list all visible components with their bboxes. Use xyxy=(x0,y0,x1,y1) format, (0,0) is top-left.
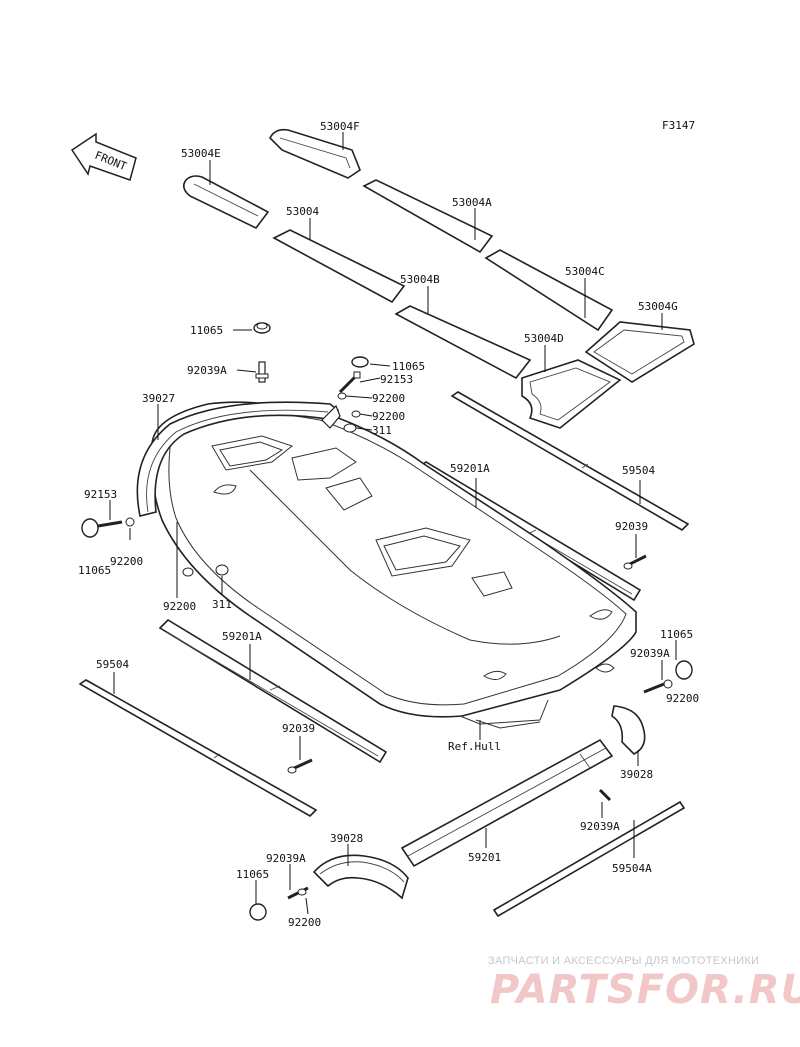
label-11065-top[interactable]: 11065 xyxy=(190,324,223,337)
figure-code: F3147 xyxy=(662,119,695,132)
label-92153-left[interactable]: 92153 xyxy=(84,488,117,501)
label-311-mid[interactable]: 311 xyxy=(372,424,392,437)
rail-59201A-left[interactable] xyxy=(158,618,388,764)
rivet-92039-right[interactable] xyxy=(623,554,647,570)
label-53004D[interactable]: 53004D xyxy=(524,332,564,345)
rivet-92039A-top[interactable] xyxy=(255,361,269,383)
label-53004C[interactable]: 53004C xyxy=(565,265,605,278)
label-92200-right[interactable]: 92200 xyxy=(666,692,699,705)
bolt-92153-left[interactable] xyxy=(97,520,123,528)
washer-92200-mid-a[interactable] xyxy=(337,392,347,400)
label-53004G[interactable]: 53004G xyxy=(638,300,678,313)
label-11065-left[interactable]: 11065 xyxy=(78,564,111,577)
label-92039A-top[interactable]: 92039A xyxy=(187,364,227,377)
front-arrow-icon: FRONT xyxy=(70,132,137,181)
label-92200-left[interactable]: 92200 xyxy=(110,555,143,568)
strip-59504A[interactable] xyxy=(492,800,686,918)
cap-11065-right[interactable] xyxy=(675,660,693,680)
watermark-logo: PARTSFOR.RU xyxy=(490,967,800,1013)
label-11065-right[interactable]: 11065 xyxy=(660,628,693,641)
label-39028-right[interactable]: 39028 xyxy=(620,768,653,781)
label-92200-mid-b[interactable]: 92200 xyxy=(372,410,405,423)
part-labels: 53004F 53004E 53004A 53004 53004C 53004B… xyxy=(78,120,699,929)
label-ref-hull: Ref.Hull xyxy=(448,740,501,753)
label-92039-left[interactable]: 92039 xyxy=(282,722,315,735)
washer-92200-bottom[interactable] xyxy=(297,888,307,896)
washer-92200-left[interactable] xyxy=(125,517,135,527)
label-59201A-left[interactable]: 59201A xyxy=(222,630,262,643)
label-92153-mid[interactable]: 92153 xyxy=(380,373,413,386)
cap-11065-left[interactable] xyxy=(81,518,99,538)
bumper-39028-left[interactable] xyxy=(312,854,409,900)
nut-311-lower[interactable] xyxy=(215,564,229,576)
label-92039A-right[interactable]: 92039A xyxy=(630,647,670,660)
mat-53004C[interactable] xyxy=(484,249,614,332)
washer-92200-mid-b[interactable] xyxy=(351,410,361,418)
cap-11065-mid[interactable] xyxy=(351,356,369,368)
label-59201A-right[interactable]: 59201A xyxy=(450,462,490,475)
label-53004B[interactable]: 53004B xyxy=(400,273,440,286)
mat-53004G[interactable] xyxy=(584,321,695,383)
label-53004E[interactable]: 53004E xyxy=(181,147,221,160)
watermark-tagline: ЗАПЧАСТИ И АКСЕССУАРЫ ДЛЯ МОТОТЕХНИКИ xyxy=(488,955,759,967)
bumper-39028-right[interactable] xyxy=(611,705,646,755)
label-39027[interactable]: 39027 xyxy=(142,392,175,405)
label-92039A-bottom[interactable]: 92039A xyxy=(266,852,306,865)
label-11065-mid[interactable]: 11065 xyxy=(392,360,425,373)
strip-59504-left[interactable] xyxy=(78,679,318,817)
bumper-39027[interactable] xyxy=(136,401,341,517)
label-53004A[interactable]: 53004A xyxy=(452,196,492,209)
mat-53004B[interactable] xyxy=(394,305,532,380)
cap-11065-top[interactable] xyxy=(253,322,271,334)
label-11065-bottom[interactable]: 11065 xyxy=(236,868,269,881)
bolt-92153-mid[interactable] xyxy=(338,371,361,394)
washer-92200-lower[interactable] xyxy=(182,567,194,577)
label-59504A[interactable]: 59504A xyxy=(612,862,652,875)
label-92200-bottom[interactable]: 92200 xyxy=(288,916,321,929)
rivet-92039A-right[interactable] xyxy=(643,682,665,694)
mat-53004A[interactable] xyxy=(362,179,494,254)
label-311-lower[interactable]: 311 xyxy=(212,598,232,611)
strip-59504-right[interactable] xyxy=(450,391,690,532)
label-92200-mid-a[interactable]: 92200 xyxy=(372,392,405,405)
label-59201[interactable]: 59201 xyxy=(468,851,501,864)
nut-311-mid[interactable] xyxy=(343,423,357,433)
washer-92200-right[interactable] xyxy=(663,679,673,689)
rail-59201[interactable] xyxy=(400,738,614,868)
label-39028-left[interactable]: 39028 xyxy=(330,832,363,845)
label-92039A-lowright[interactable]: 92039A xyxy=(580,820,620,833)
leader-lines xyxy=(109,132,677,915)
rivet-92039A-lowright[interactable] xyxy=(598,788,612,802)
rivet-92039-left[interactable] xyxy=(287,758,313,774)
mat-53004[interactable] xyxy=(272,229,406,304)
cap-11065-bottom[interactable] xyxy=(249,903,267,921)
label-59504-right[interactable]: 59504 xyxy=(622,464,655,477)
mat-53004D[interactable] xyxy=(521,359,622,429)
label-53004[interactable]: 53004 xyxy=(286,205,319,218)
mat-53004E[interactable] xyxy=(182,175,270,230)
label-92039-right[interactable]: 92039 xyxy=(615,520,648,533)
label-53004F[interactable]: 53004F xyxy=(320,120,360,133)
mat-53004F[interactable] xyxy=(269,128,361,179)
label-92200-lower[interactable]: 92200 xyxy=(163,600,196,613)
label-59504-left[interactable]: 59504 xyxy=(96,658,129,671)
